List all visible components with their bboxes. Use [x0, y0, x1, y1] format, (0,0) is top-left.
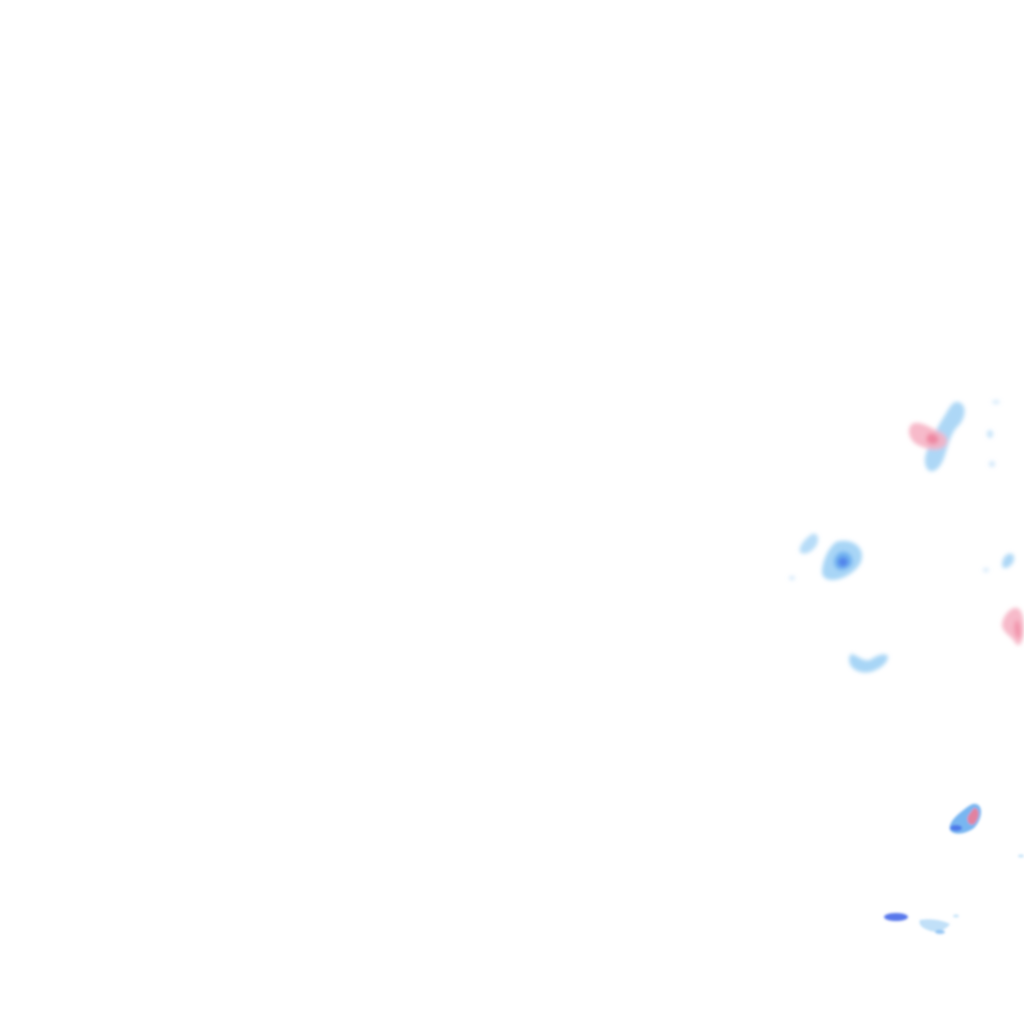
precip-cell-lower-mid	[849, 654, 888, 673]
precip-cell-mid	[789, 533, 862, 580]
precip-cell-bottom-right	[949, 803, 1024, 858]
precip-cell-right-edge	[983, 553, 1024, 646]
precip-cell-bottom	[884, 913, 959, 934]
precip-cell-upper	[909, 400, 1000, 472]
